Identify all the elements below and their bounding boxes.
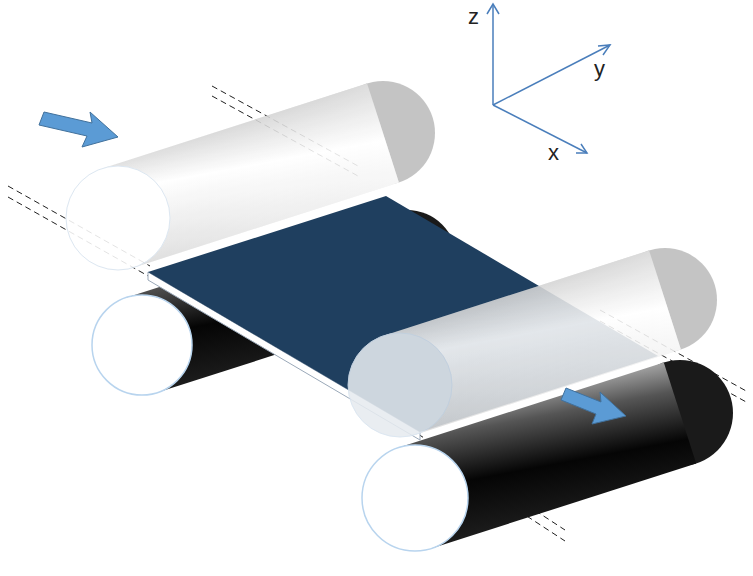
axis-triad [487,4,610,153]
feed-arrow [561,388,626,424]
axis-label: y [594,58,605,80]
top-roller [348,248,717,437]
axis-label: z [468,6,479,28]
axis-label: x [548,142,559,164]
feed-arrow [39,112,118,147]
top-roller [66,81,435,270]
